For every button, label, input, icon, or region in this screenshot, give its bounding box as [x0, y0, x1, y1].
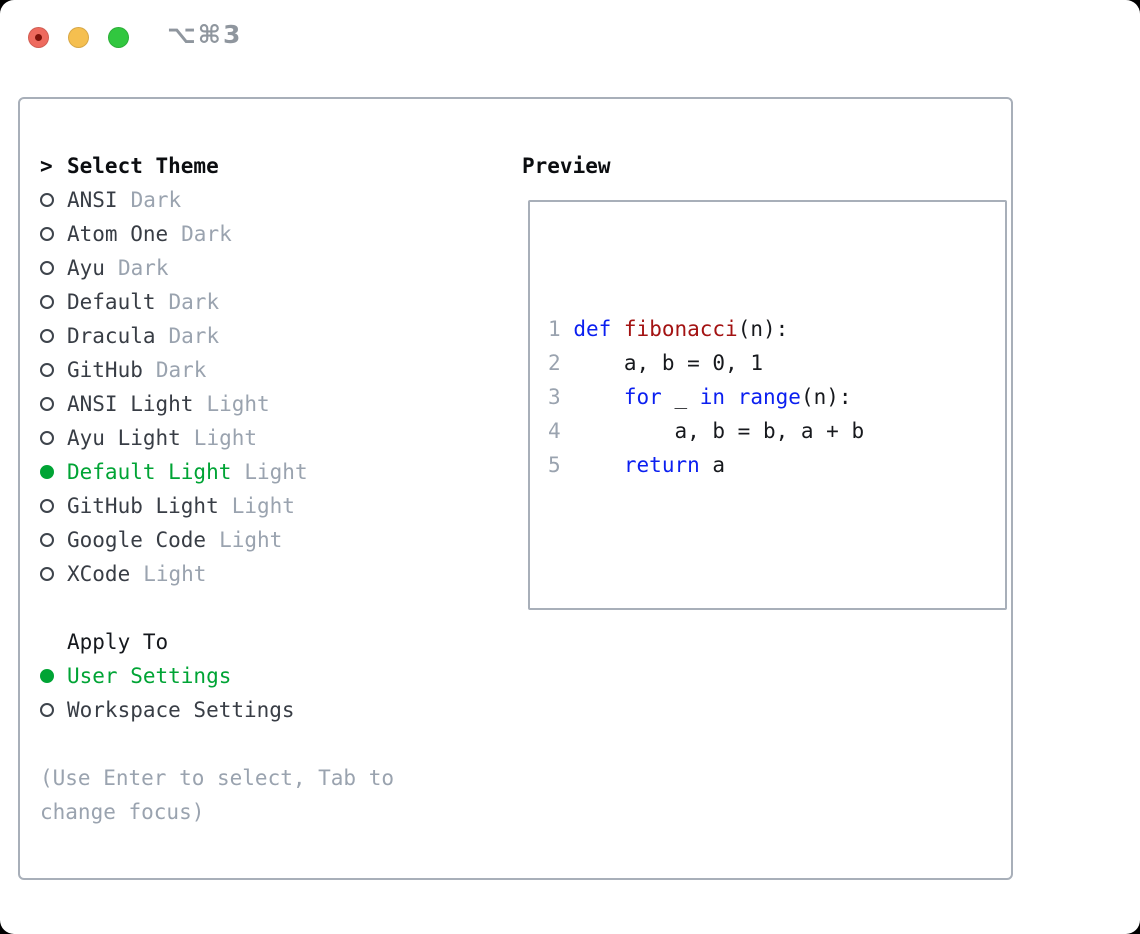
theme-option-name: Default Light [67, 460, 232, 484]
prompt-icon: > [40, 154, 53, 178]
theme-option-variant: Light [231, 494, 295, 518]
theme-option[interactable]: XCode Light [40, 557, 500, 591]
theme-option[interactable]: GitHub Dark [40, 353, 500, 387]
apply-option-label: Workspace Settings [67, 698, 295, 722]
theme-option-variant: Dark [130, 188, 182, 212]
line-number: 1 [548, 317, 561, 341]
code-line: 2 a, b = 0, 1 [548, 351, 763, 375]
line-number: 3 [548, 385, 561, 409]
radio-icon [40, 353, 67, 387]
apply-option-label: User Settings [67, 664, 232, 688]
spacer [40, 591, 500, 625]
apply-to-marker [40, 625, 67, 659]
theme-option-variant: Dark [181, 222, 232, 246]
code-line: 4 a, b = b, a + b [548, 419, 865, 443]
theme-option-variant: Dark [155, 358, 207, 382]
theme-option[interactable]: ANSI Dark [40, 183, 500, 217]
theme-option-name: Ayu [67, 256, 105, 280]
shortcut-label: ⌥⌘3 [167, 20, 243, 49]
theme-option-variant: Dark [117, 256, 169, 280]
theme-option-variant: Light [206, 392, 270, 416]
code-line: 3 for _ in range(n): [548, 385, 852, 409]
theme-option[interactable]: Google Code Light [40, 523, 500, 557]
hint-text: (Use Enter to select, Tab to change focu… [40, 761, 500, 829]
radio-icon [40, 285, 67, 319]
theme-option-variant: Light [193, 426, 258, 450]
theme-option[interactable]: ANSI Light Light [40, 387, 500, 421]
spacer [40, 727, 500, 761]
apply-to-title: Apply To [67, 630, 169, 654]
theme-option-name: GitHub [67, 358, 143, 382]
preview-section: Preview 1 def fibonacci(n): 2 a, b = 0, 1… [504, 149, 1007, 610]
theme-option-name: ANSI [67, 188, 118, 212]
theme-option[interactable]: Dracula Dark [40, 319, 500, 353]
apply-to-header: Apply To [40, 625, 500, 659]
preview-box: 1 def fibonacci(n): 2 a, b = 0, 1 3 for _ … [528, 200, 1007, 610]
theme-option-name: XCode [67, 562, 131, 586]
apply-option[interactable]: Workspace Settings [40, 693, 500, 727]
radio-icon [40, 693, 67, 727]
radio-icon [40, 523, 67, 557]
theme-option-name: ANSI Light [67, 392, 194, 416]
theme-option-name: Default [67, 290, 156, 314]
theme-option-name: Dracula [67, 324, 156, 348]
theme-option-variant: Dark [168, 290, 220, 314]
radio-icon [40, 319, 67, 353]
line-number: 5 [548, 453, 561, 477]
radio-icon [40, 251, 67, 285]
radio-icon [40, 489, 67, 523]
code-line: 1 def fibonacci(n): [548, 317, 789, 341]
theme-option[interactable]: Atom One Dark [40, 217, 500, 251]
minimize-button-icon[interactable] [68, 27, 89, 48]
theme-option[interactable]: GitHub Light Light [40, 489, 500, 523]
theme-option-name: Ayu Light [67, 426, 181, 450]
theme-option-variant: Light [143, 562, 207, 586]
theme-option-name: GitHub Light [67, 494, 219, 518]
code-block: 1 def fibonacci(n): 2 a, b = 0, 1 3 for _ … [548, 312, 1005, 482]
radio-selected-icon [40, 455, 67, 489]
theme-option-variant: Dark [168, 324, 220, 348]
theme-option-variant: Light [244, 460, 308, 484]
theme-selector-title: Select Theme [67, 154, 219, 178]
traffic-lights [28, 27, 129, 48]
theme-option[interactable]: Default Light Light [40, 455, 500, 489]
theme-option[interactable]: Default Dark [40, 285, 500, 319]
line-number: 2 [548, 351, 561, 375]
titlebar: ⌥⌘3 [0, 0, 1140, 76]
spacer [548, 550, 1005, 584]
zoom-button-icon[interactable] [108, 27, 129, 48]
close-button-icon[interactable] [28, 27, 49, 48]
code-line: 5 return a [548, 453, 726, 477]
radio-icon [40, 557, 67, 591]
theme-option-name: Atom One [67, 222, 169, 246]
apply-option[interactable]: User Settings [40, 659, 500, 693]
theme-option-name: Google Code [67, 528, 207, 552]
theme-option[interactable]: Ayu Light Light [40, 421, 500, 455]
radio-icon [40, 421, 67, 455]
hint-line-2: change focus) [40, 800, 205, 824]
theme-option-variant: Light [219, 528, 283, 552]
hint-line-1: (Use Enter to select, Tab to [40, 766, 395, 790]
radio-icon [40, 217, 67, 251]
radio-icon [40, 387, 67, 421]
preview-title: Preview [522, 154, 611, 178]
theme-option[interactable]: Ayu Dark [40, 251, 500, 285]
theme-selector-header: > Select Theme [40, 149, 500, 183]
radio-selected-icon [40, 659, 67, 693]
line-number: 4 [548, 419, 561, 443]
radio-icon [40, 183, 67, 217]
